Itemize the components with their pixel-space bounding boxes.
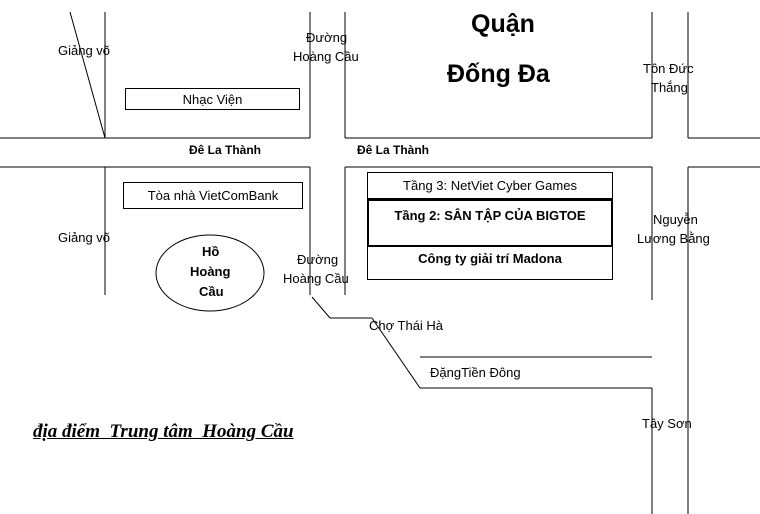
lake-label-1: Hồ: [202, 244, 220, 259]
street-dang-tien-dong: ĐặngTiền Đông: [430, 365, 521, 380]
lake-outline: [155, 234, 265, 312]
street-giang-vo-top: Giảng võ: [58, 43, 111, 58]
street-de-la-thanh-right: Đê La Thành: [357, 143, 430, 157]
lake-label-2: Hoàng: [190, 264, 231, 279]
lake-label-3: Cầu: [199, 284, 224, 299]
building-floor3: Tầng 3: NetViet Cyber Games: [367, 172, 613, 199]
district-name-line2: Đống Đa: [447, 60, 550, 88]
street-ton-duc-thang-2: Thắng: [651, 80, 688, 95]
street-tay-son: Tây Sơn: [642, 416, 692, 431]
street-hoang-cau-mid-2: Hoàng Cầu: [283, 271, 349, 286]
street-de-la-thanh-left: Đê La Thành: [189, 143, 262, 157]
company-label: Công ty giải trí Madona: [418, 251, 562, 266]
street-nguyen-luong-bang-2: Lương Bằng: [637, 231, 710, 246]
street-cho-thai-ha: Chợ Thái Hà: [369, 318, 444, 333]
map-caption: địa điểm Trung tâm Hoàng Cầu: [33, 421, 294, 442]
street-giang-vo-bottom: Giảng võ: [58, 230, 111, 245]
place-nhac-vien: Nhạc Viện: [125, 88, 300, 110]
place-vietcombank: Tòa nhà VietComBank: [123, 182, 303, 209]
street-hoang-cau-top-1: Đường: [306, 30, 348, 45]
street-ton-duc-thang-1: Tôn Đức: [643, 61, 694, 76]
building-company: Công ty giải trí Madona: [367, 247, 613, 280]
floor3-label: Tầng 3: NetViet Cyber Games: [403, 178, 577, 193]
building-floor2: Tầng 2: SÂN TẬP CỦA BIGTOE: [367, 199, 613, 247]
street-nguyen-luong-bang-1: Nguyễn: [653, 212, 698, 227]
floor2-label: Tầng 2: SÂN TẬP CỦA BIGTOE: [394, 208, 586, 223]
street-hoang-cau-top-2: Hoàng Cầu: [293, 49, 359, 64]
street-hoang-cau-mid-1: Đường: [297, 252, 339, 267]
place-nhac-vien-label: Nhạc Viện: [182, 91, 243, 107]
place-vietcombank-label: Tòa nhà VietComBank: [147, 188, 279, 203]
district-name-line1: Quận: [471, 10, 535, 38]
